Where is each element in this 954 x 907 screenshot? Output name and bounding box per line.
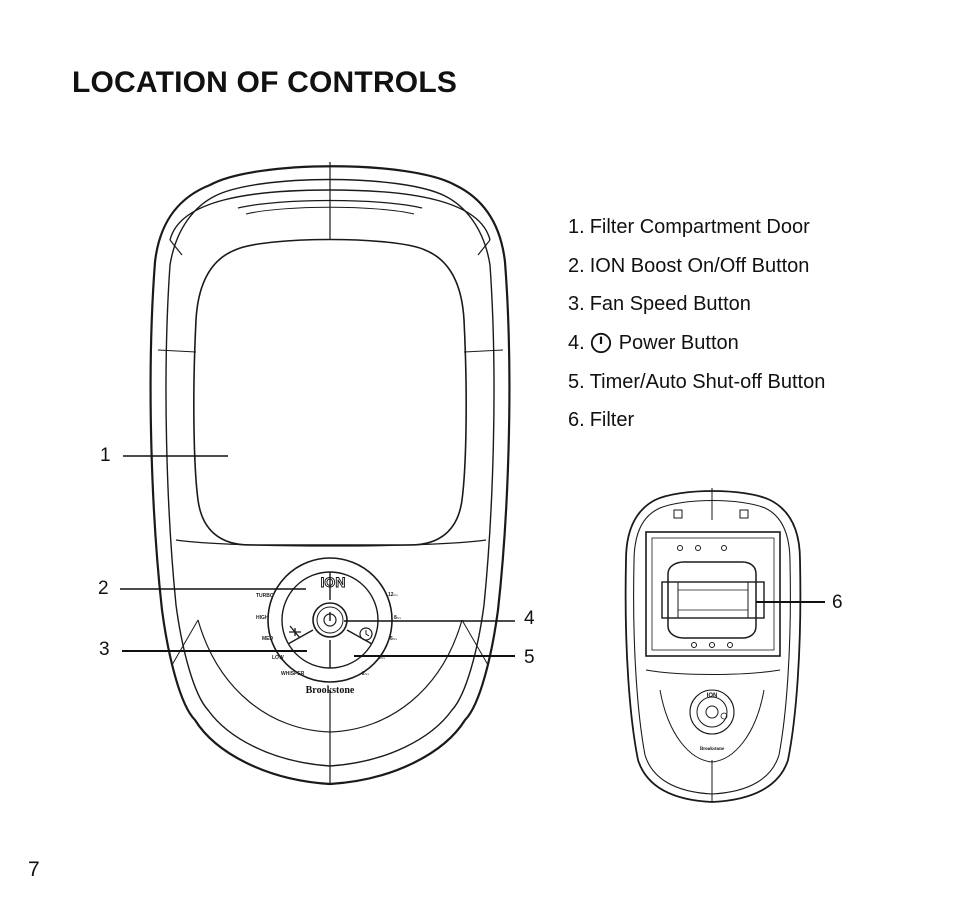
brand-logo: Brookstone xyxy=(306,685,355,696)
legend-number: 2. xyxy=(568,254,585,277)
timer-label-2: 2hrs xyxy=(362,671,369,677)
timer-unit: hrs xyxy=(393,637,398,641)
speed-label-whisper: WHISPER xyxy=(281,671,305,677)
timer-label-6: 6hrs xyxy=(390,636,397,642)
power-icon xyxy=(590,332,611,354)
legend-number: 6. xyxy=(568,409,585,432)
timer-unit: hrs xyxy=(381,656,386,660)
legend-item-filter: 6. Filter xyxy=(568,401,825,440)
speed-label-med: MED xyxy=(262,636,274,642)
legend-item-power: 4. Power Button xyxy=(568,324,825,363)
page-title: LOCATION OF CONTROLS xyxy=(72,66,458,99)
legend-item-filter-door: 1. Filter Compartment Door xyxy=(568,208,825,247)
legend-number: 4. xyxy=(568,332,585,355)
callout-2: 2 xyxy=(98,578,109,599)
legend-item-timer: 5. Timer/Auto Shut-off Button xyxy=(568,362,825,401)
callout-3: 3 xyxy=(99,639,110,660)
legend-label: Filter Compartment Door xyxy=(589,216,810,239)
legend-number: 3. xyxy=(568,293,585,316)
legend-label: ION Boost On/Off Button xyxy=(589,254,810,277)
small-ion-label: ION xyxy=(707,693,718,699)
callout-4: 4 xyxy=(524,608,535,629)
ion-label: ION xyxy=(321,574,346,590)
controls-legend: 1. Filter Compartment Door 2. ION Boost … xyxy=(568,208,825,440)
timer-label-8: 8hrs xyxy=(394,615,401,621)
speed-label-low: LOW xyxy=(272,655,284,661)
legend-number: 5. xyxy=(568,370,585,393)
callout-5: 5 xyxy=(524,647,535,668)
timer-unit: hrs xyxy=(397,616,402,620)
timer-label-4: 4hrs xyxy=(378,655,385,661)
speed-label-high: HIGH xyxy=(256,615,269,621)
callout-1: 1 xyxy=(100,445,111,466)
legend-item-ion-boost: 2. ION Boost On/Off Button xyxy=(568,247,825,286)
legend-item-fan-speed: 3. Fan Speed Button xyxy=(568,285,825,324)
legend-label: Timer/Auto Shut-off Button xyxy=(589,370,826,393)
legend-label: Filter xyxy=(589,409,635,432)
timer-unit: hrs xyxy=(394,593,399,597)
speed-label-turbo: TURBO xyxy=(256,593,274,599)
legend-label: Fan Speed Button xyxy=(589,293,751,316)
timer-label-12: 12hrs xyxy=(388,592,398,598)
timer-unit: hrs xyxy=(365,672,370,676)
callout-6: 6 xyxy=(832,592,843,613)
small-brand-logo: Brookstone xyxy=(700,747,725,752)
legend-label: Power Button xyxy=(618,332,739,355)
legend-number: 1. xyxy=(568,216,585,239)
page-number: 7 xyxy=(28,858,40,881)
